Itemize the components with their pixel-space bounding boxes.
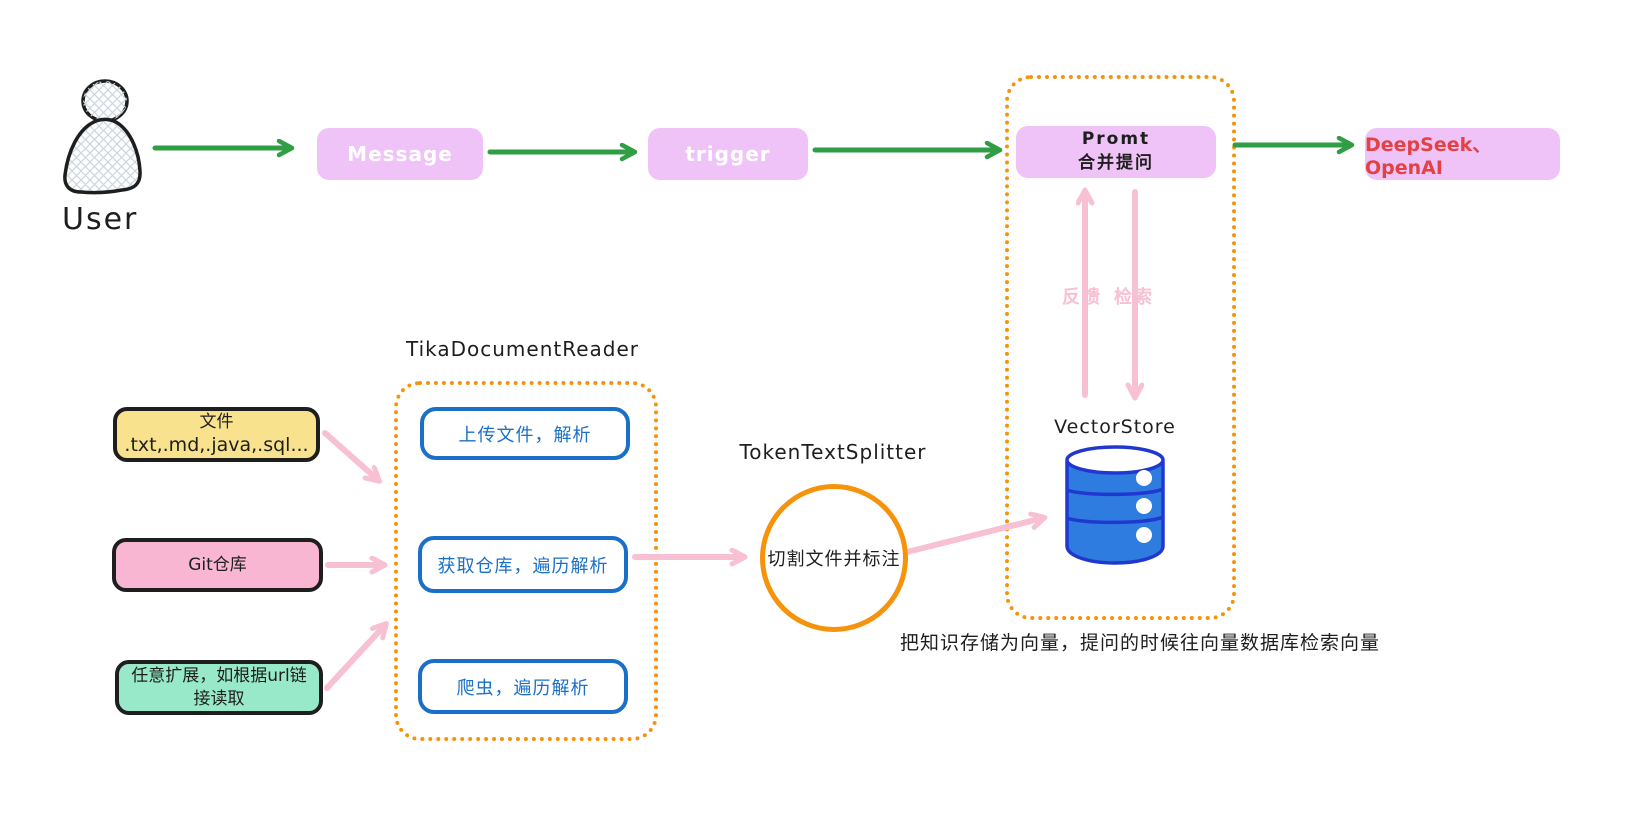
- trigger-box: trigger: [648, 128, 808, 180]
- tika-step-repo: 获取仓库，遍历解析: [418, 536, 628, 593]
- rag-caption: 把知识存储为向量，提问的时候往向量数据库检索向量: [900, 632, 1381, 654]
- tika-container-frame: [394, 381, 658, 741]
- splitter-circle: 切割文件并标注: [760, 484, 908, 632]
- source-git-label: Git仓库: [188, 554, 247, 575]
- promt-box-subtitle: 合并提问: [1078, 153, 1154, 173]
- source-extend-label: 任意扩展，如根据url链接读取: [131, 666, 307, 709]
- trigger-box-label: trigger: [685, 142, 771, 166]
- source-file-box: 文件 .txt,.md,.java,.sql...: [113, 407, 320, 462]
- splitter-title: TokenTextSplitter: [739, 440, 927, 464]
- source-file-title: 文件: [199, 412, 234, 433]
- arrow-extend-to-reader: [324, 625, 385, 691]
- rag-container-frame: [1005, 75, 1236, 620]
- tika-title: TikaDocumentReader: [405, 337, 640, 361]
- tika-step-upload: 上传文件，解析: [420, 407, 630, 460]
- retrieval-label: 检索: [1114, 287, 1154, 308]
- source-extend-box: 任意扩展，如根据url链接读取: [115, 660, 323, 715]
- source-file-extensions: .txt,.md,.java,.sql...: [124, 434, 309, 457]
- llm-box-label: DeepSeek、OpenAI: [1365, 133, 1492, 179]
- user-person-icon: [63, 79, 142, 195]
- arrow-file-to-reader: [322, 430, 378, 480]
- source-git-box: Git仓库: [112, 538, 323, 592]
- promt-box: Promt 合并提问: [1016, 126, 1216, 178]
- vectorstore-label: VectorStore: [1054, 416, 1176, 438]
- user-label: User: [62, 202, 139, 237]
- tika-step-repo-label: 获取仓库，遍历解析: [437, 555, 609, 577]
- feedback-label: 反馈: [1062, 287, 1102, 308]
- message-box: Message: [317, 128, 483, 180]
- tika-step-crawler-label: 爬虫，遍历解析: [456, 677, 590, 699]
- tika-step-crawler: 爬虫，遍历解析: [418, 659, 628, 714]
- promt-box-title: Promt: [1081, 129, 1151, 150]
- llm-box: DeepSeek、OpenAI: [1365, 128, 1560, 180]
- tika-step-upload-label: 上传文件，解析: [458, 424, 592, 446]
- message-box-label: Message: [347, 142, 453, 166]
- splitter-circle-label: 切割文件并标注: [767, 549, 901, 570]
